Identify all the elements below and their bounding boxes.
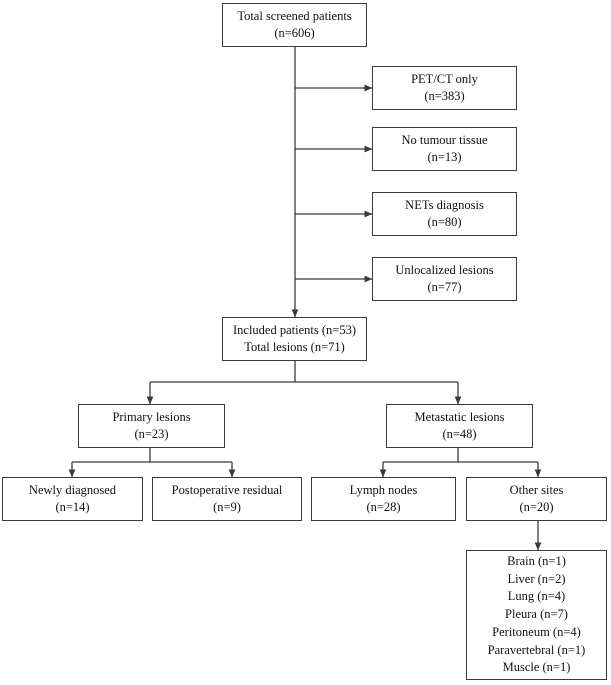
node-title: Postoperative residual: [171, 482, 283, 497]
node-count: (n=13): [427, 150, 462, 164]
other-site-item: Liver (n=2): [507, 571, 566, 586]
other-site-item: Lung (n=4): [507, 589, 566, 604]
included-patients-line: Included patients (n=53): [233, 322, 356, 337]
node-count: (n=9): [213, 500, 241, 514]
node-title: Other sites: [509, 482, 564, 497]
node-primary-lesions: Primary lesions (n=23): [78, 404, 225, 448]
other-site-item: Muscle (n=1): [502, 660, 571, 675]
node-exclusion-nets-diagnosis: NETs diagnosis (n=80): [372, 192, 517, 236]
node-count: (n=20): [519, 500, 554, 514]
other-site-item: Paravertebral (n=1): [487, 642, 586, 657]
node-postoperative-residual: Postoperative residual (n=9): [152, 477, 302, 521]
node-title: Lymph nodes: [349, 482, 418, 497]
node-count: (n=383): [424, 89, 465, 103]
node-title: Unlocalized lesions: [395, 262, 494, 277]
included-lesions-line: Total lesions (n=71): [244, 340, 345, 354]
other-site-item: Peritoneum (n=4): [492, 624, 581, 639]
node-lymph-nodes: Lymph nodes (n=28): [311, 477, 456, 521]
node-count: (n=23): [134, 427, 169, 441]
node-title: Primary lesions: [112, 409, 191, 424]
node-exclusion-petct: PET/CT only (n=383): [372, 66, 517, 110]
node-count: (n=606): [274, 26, 315, 40]
node-title: Total screened patients: [237, 8, 352, 23]
node-title: No tumour tissue: [401, 132, 488, 147]
node-title: NETs diagnosis: [405, 197, 484, 212]
node-title: Newly diagnosed: [28, 482, 117, 497]
node-title: PET/CT only: [411, 71, 478, 86]
node-count: (n=77): [427, 280, 462, 294]
node-metastatic-lesions: Metastatic lesions (n=48): [386, 404, 533, 448]
other-site-item: Brain (n=1): [507, 553, 566, 568]
node-total-screened: Total screened patients (n=606): [222, 3, 367, 47]
other-site-item: Pleura (n=7): [505, 607, 568, 622]
node-other-sites-breakdown: Brain (n=1) Liver (n=2) Lung (n=4) Pleur…: [466, 550, 607, 680]
node-count: (n=14): [55, 500, 90, 514]
node-count: (n=80): [427, 215, 462, 229]
node-other-sites: Other sites (n=20): [466, 477, 607, 521]
node-count: (n=48): [442, 427, 477, 441]
node-title: Metastatic lesions: [414, 409, 505, 424]
node-exclusion-no-tumour-tissue: No tumour tissue (n=13): [372, 127, 517, 171]
node-newly-diagnosed: Newly diagnosed (n=14): [2, 477, 143, 521]
node-included-patients: Included patients (n=53) Total lesions (…: [222, 317, 367, 361]
node-exclusion-unlocalized-lesions: Unlocalized lesions (n=77): [372, 257, 517, 301]
node-count: (n=28): [366, 500, 401, 514]
